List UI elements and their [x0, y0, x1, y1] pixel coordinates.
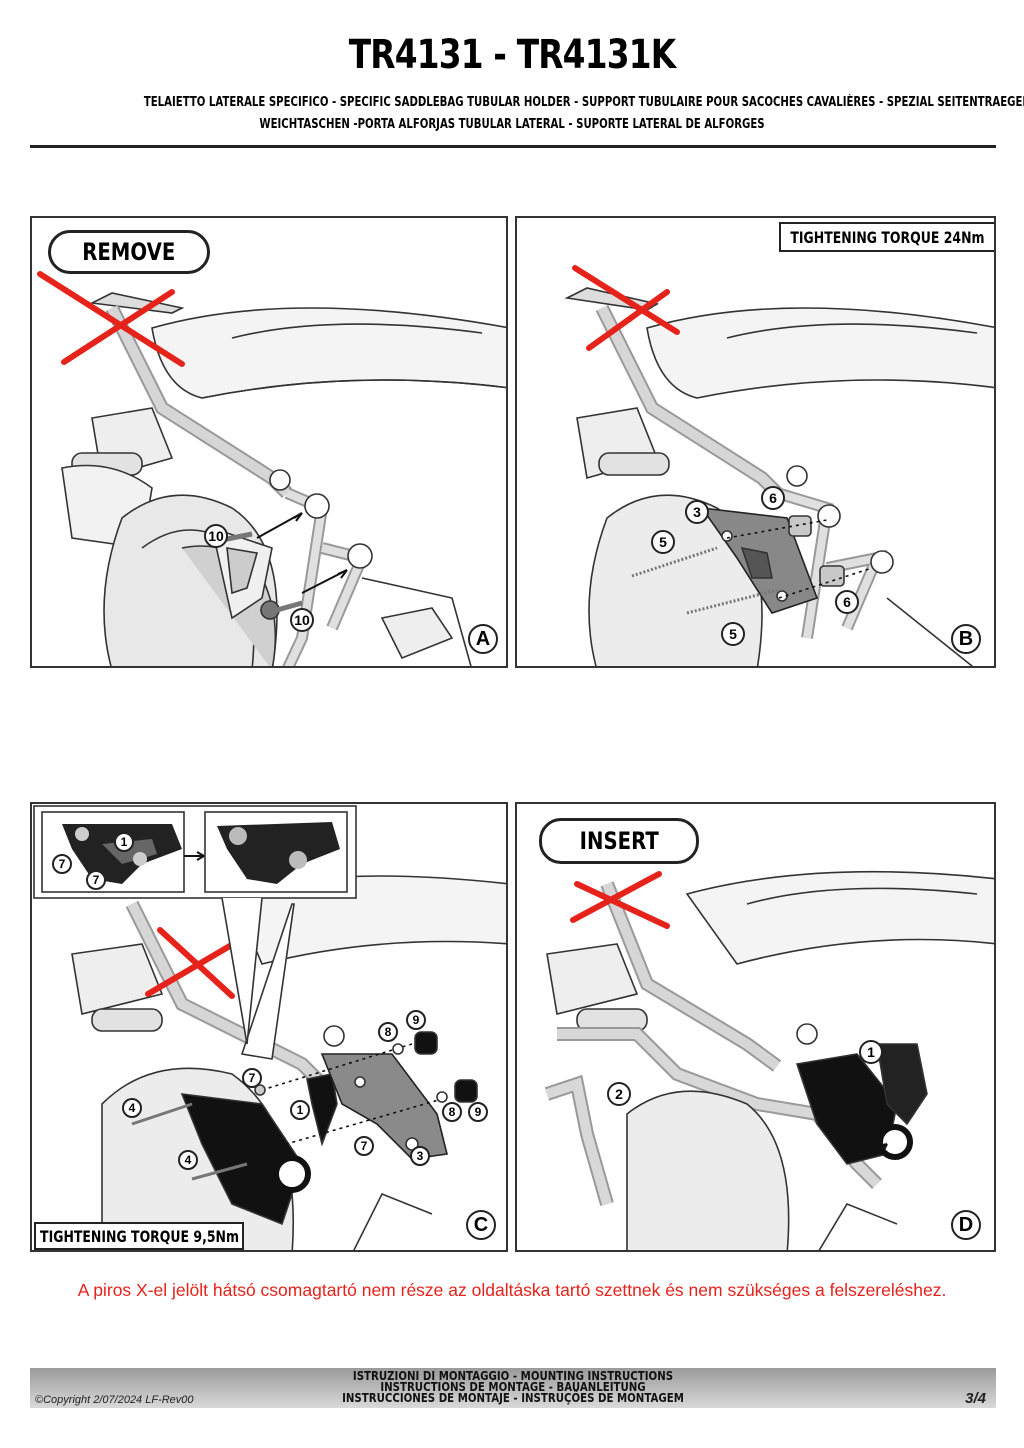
panel-letter-a: A — [468, 624, 498, 654]
panel-a: REMOVE 10 10 A — [30, 216, 508, 668]
callout-8-lower: 8 — [442, 1102, 462, 1122]
torque-label-b: TIGHTENING TORQUE 24Nm — [779, 222, 994, 252]
callout-2: 2 — [607, 1082, 631, 1106]
callout-7-middle: 7 — [242, 1068, 262, 1088]
footer-line-1: ISTRUZIONI DI MONTAGGIO - MOUNTING INSTR… — [352, 1369, 674, 1383]
panel-c-illustration — [33, 805, 506, 1250]
panel-d: INSERT 1 2 D — [515, 802, 996, 1252]
red-cross-icon — [570, 871, 670, 929]
callout-4-lower: 4 — [178, 1150, 198, 1170]
callout-1: 1 — [290, 1100, 310, 1120]
callout-6-upper: 6 — [761, 486, 785, 510]
inset-callout-1: 1 — [114, 832, 134, 852]
header-divider — [30, 145, 996, 148]
insert-tag: INSERT — [539, 818, 699, 864]
red-cross-icon — [572, 265, 680, 351]
document-subtitle: TELAIETTO LATERALE SPECIFICO - SPECIFIC … — [143, 92, 1024, 136]
callout-8-upper: 8 — [378, 1022, 398, 1042]
callout-10-upper: 10 — [204, 524, 228, 548]
callout-6-lower: 6 — [835, 590, 859, 614]
callout-5-lower: 5 — [721, 622, 745, 646]
remove-tag: REMOVE — [48, 230, 210, 274]
callout-3: 3 — [685, 500, 709, 524]
document-title: TR4131 - TR4131K — [348, 32, 676, 78]
panel-letter-d: D — [951, 1210, 981, 1240]
notice-text: A piros X-el jelölt hátsó csomagtartó ne… — [77, 1280, 947, 1300]
callout-3: 3 — [410, 1146, 430, 1166]
inset-callout-7-lower: 7 — [86, 870, 106, 890]
panel-b: TIGHTENING TORQUE 24Nm 3 5 5 6 6 B — [515, 216, 996, 668]
callout-5-upper: 5 — [651, 530, 675, 554]
panel-b-illustration — [564, 265, 994, 666]
callout-9-lower: 9 — [468, 1102, 488, 1122]
panel-c: 1 7 7 8 9 7 1 4 4 7 3 8 9 TIGHTENING TOR… — [30, 802, 508, 1252]
page-number: 3/4 — [965, 1390, 986, 1407]
inset-callout-7-upper: 7 — [52, 854, 72, 874]
footer-bar: ISTRUZIONI DI MONTAGGIO - MOUNTING INSTR… — [30, 1368, 996, 1408]
red-cross-icon — [145, 927, 243, 999]
footer-line-3: INSTRUCCIONES DE MONTAJE - INSTRUÇÕES DE… — [342, 1391, 684, 1405]
red-cross-icon — [37, 271, 185, 367]
callout-10-lower: 10 — [290, 608, 314, 632]
copyright: ©Copyright 2/07/2024 LF-Rev00 — [35, 1394, 194, 1406]
panel-d-illustration — [544, 870, 994, 1250]
panel-a-illustration — [37, 271, 506, 666]
panel-letter-c: C — [466, 1210, 496, 1240]
subtitle-line-2: WEICHTASCHEN -PORTA ALFORJAS TUBULAR LAT… — [259, 117, 765, 132]
panel-letter-b: B — [951, 624, 981, 654]
footer-instructions: ISTRUZIONI DI MONTAGGIO - MOUNTING INSTR… — [30, 1369, 996, 1405]
callout-4-upper: 4 — [122, 1098, 142, 1118]
callout-1: 1 — [859, 1040, 883, 1064]
torque-label-c: TIGHTENING TORQUE 9,5Nm — [34, 1222, 244, 1250]
callout-9-upper: 9 — [406, 1010, 426, 1030]
callout-7-lower: 7 — [354, 1136, 374, 1156]
subtitle-line-1: TELAIETTO LATERALE SPECIFICO - SPECIFIC … — [143, 95, 1024, 110]
footer-line-2: INSTRUCTIONS DE MONTAGE - BAUANLEITUNG — [380, 1380, 646, 1394]
